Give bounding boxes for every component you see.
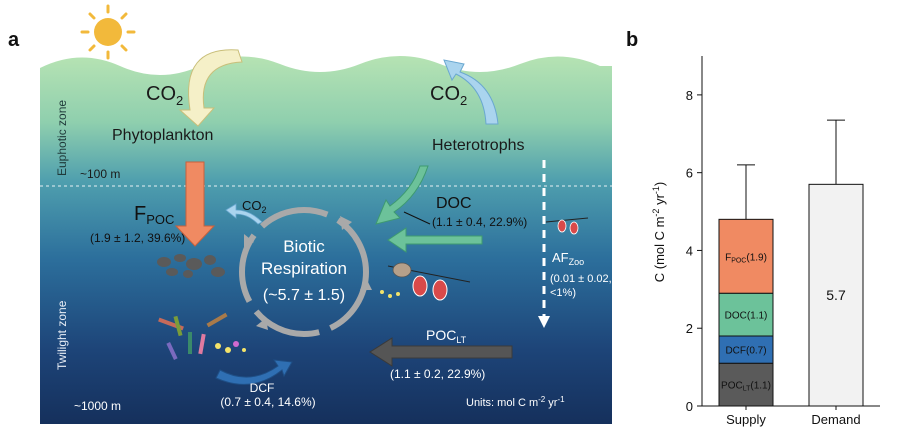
doc-down-arrow xyxy=(375,165,429,225)
supply-segment-label: DOC(1.1) xyxy=(725,311,768,322)
respiration-cycle xyxy=(239,207,372,337)
phytoplankton-label: Phytoplankton xyxy=(112,127,213,144)
panel-b-label: b xyxy=(626,29,638,51)
afzoo-value-2: <1%) xyxy=(550,287,576,299)
x-category-label: Demand xyxy=(811,412,860,427)
supply-segment-label: DCF(0.7) xyxy=(725,346,766,357)
y-tick-label: 8 xyxy=(686,88,693,103)
x-category-label: Supply xyxy=(726,412,766,427)
poclt-label: POCLT xyxy=(426,327,467,345)
co2-right-label: CO2 xyxy=(430,83,467,108)
ocean-background xyxy=(40,56,612,424)
depth-100-label: ~100 m xyxy=(80,167,120,181)
fpoc-value: (1.9 ± 1.2, 39.6%) xyxy=(90,231,185,245)
y-tick-label: 4 xyxy=(686,243,693,258)
poc-aggregates-icon xyxy=(157,254,225,278)
co2-left-label: CO2 xyxy=(146,83,183,108)
y-tick-label: 2 xyxy=(686,321,693,336)
doc-side-arrow xyxy=(387,227,483,253)
co2-small-arrow xyxy=(225,203,263,225)
zooplankton-icon xyxy=(380,262,471,301)
fpoc-arrow xyxy=(174,161,216,247)
co2-small-label: CO2 xyxy=(242,198,267,215)
biotic-label-line3: (~5.7 ± 1.5) xyxy=(263,287,345,304)
dcf-arrow xyxy=(215,359,293,385)
supply-bar-segment xyxy=(718,292,774,337)
y-tick-label: 0 xyxy=(686,399,693,414)
twilight-zone-label: Twilight zone xyxy=(55,300,69,370)
sun-icon xyxy=(80,4,136,60)
doc-connector xyxy=(403,211,431,225)
supply-bar-segment xyxy=(718,218,774,294)
heterotrophs-label: Heterotrophs xyxy=(432,137,525,154)
fpoc-label: FPOC xyxy=(134,203,174,227)
biotic-label-line2: Respiration xyxy=(261,259,347,278)
demand-bar xyxy=(808,183,864,407)
demand-value-label: 5.7 xyxy=(826,287,846,303)
co2-uptake-arrow xyxy=(178,49,243,127)
dcf-particles-icon xyxy=(158,312,246,361)
zooplankton-small-icon xyxy=(545,217,589,235)
y-axis-title: C (mol C m-2 yr-1) xyxy=(651,182,667,283)
doc-value: (1.1 ± 0.4, 22.9%) xyxy=(432,215,527,229)
dcf-value: (0.7 ± 0.4, 14.6%) xyxy=(220,395,315,409)
afzoo-label: AFZoo xyxy=(552,250,584,267)
poclt-value: (1.1 ± 0.2, 22.9%) xyxy=(390,367,485,381)
dcf-label: DCF xyxy=(250,381,275,395)
afzoo-value-1: (0.01 ± 0.02, xyxy=(550,273,612,285)
supply-bar-segment xyxy=(718,362,774,407)
biotic-label-line1: Biotic xyxy=(283,237,325,256)
supply-bar-segment xyxy=(718,335,774,364)
afzoo-arrowhead xyxy=(538,316,550,328)
supply-segment-label: POCLT(1.1) xyxy=(721,381,771,393)
depth-1000-label: ~1000 m xyxy=(74,399,121,413)
doc-label: DOC xyxy=(436,195,472,212)
co2-release-arrow xyxy=(443,59,499,125)
supply-segment-label: FPOC(1.9) xyxy=(725,252,767,264)
units-label: Units: mol C m-2 yr-1 xyxy=(466,395,565,409)
panel-a-label: a xyxy=(8,29,20,51)
poclt-arrow xyxy=(369,337,513,367)
y-tick-label: 6 xyxy=(686,166,693,181)
euphotic-zone-label: Euphotic zone xyxy=(55,100,69,176)
